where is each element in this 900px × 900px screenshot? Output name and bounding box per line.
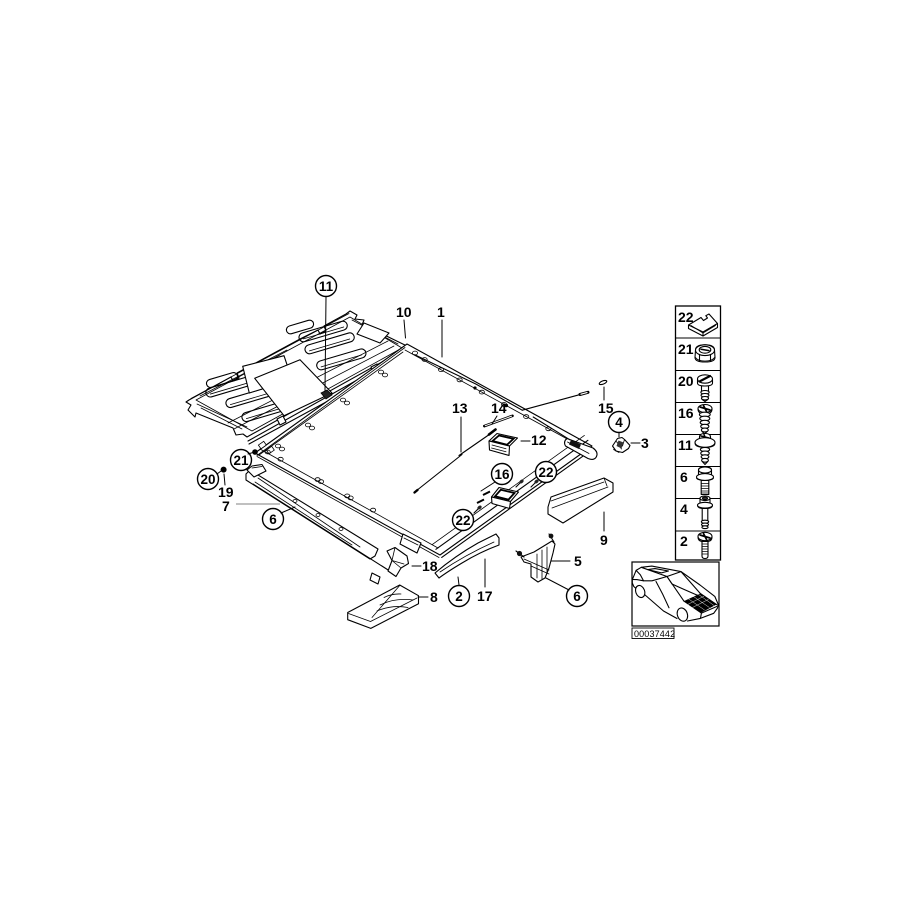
svg-text:20: 20 <box>200 472 215 487</box>
svg-text:21: 21 <box>233 453 249 468</box>
svg-text:12: 12 <box>531 432 547 448</box>
svg-text:11: 11 <box>319 279 334 294</box>
svg-text:11: 11 <box>678 437 693 453</box>
svg-text:7: 7 <box>222 498 230 514</box>
svg-text:22: 22 <box>455 513 470 528</box>
svg-text:1: 1 <box>437 304 445 320</box>
svg-text:15: 15 <box>598 400 614 416</box>
svg-text:16: 16 <box>678 405 694 421</box>
svg-text:4: 4 <box>615 415 623 430</box>
svg-text:6: 6 <box>573 589 581 604</box>
svg-text:8: 8 <box>430 589 438 605</box>
svg-text:6: 6 <box>269 512 277 527</box>
svg-text:22: 22 <box>678 309 694 325</box>
svg-text:4: 4 <box>680 501 688 517</box>
svg-text:5: 5 <box>574 553 582 569</box>
svg-text:2: 2 <box>455 589 463 604</box>
svg-text:22: 22 <box>538 465 553 480</box>
svg-text:18: 18 <box>422 558 438 574</box>
svg-text:9: 9 <box>600 532 608 548</box>
svg-text:10: 10 <box>396 304 412 320</box>
svg-text:00037442: 00037442 <box>634 629 675 639</box>
svg-text:2: 2 <box>680 533 688 549</box>
svg-text:6: 6 <box>680 469 688 485</box>
svg-text:16: 16 <box>494 467 510 482</box>
svg-text:21: 21 <box>678 341 694 357</box>
svg-text:13: 13 <box>452 400 468 416</box>
svg-text:3: 3 <box>641 435 649 451</box>
svg-text:19: 19 <box>218 484 234 500</box>
svg-text:17: 17 <box>477 588 493 604</box>
svg-text:14: 14 <box>491 400 507 416</box>
svg-text:20: 20 <box>678 373 694 389</box>
